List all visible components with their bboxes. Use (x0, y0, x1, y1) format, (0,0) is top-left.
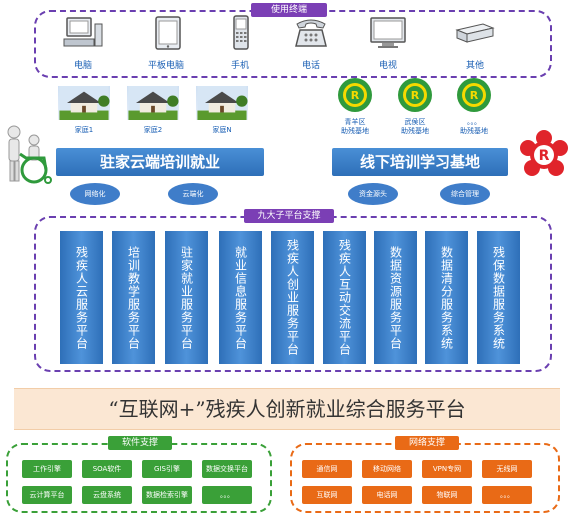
software-item: 云盘系统 (82, 486, 132, 504)
software-item: 。。。 (202, 486, 252, 504)
svg-text:R: R (411, 89, 420, 102)
subplatform-label: 培训教学服务平台 (126, 245, 141, 350)
svg-text:R: R (470, 89, 479, 102)
home-n: 家庭N (196, 86, 248, 135)
home-label: 家庭2 (143, 126, 163, 134)
device-computer[interactable]: 电脑 (48, 14, 118, 71)
subplatform-label: 残疾人云服务平台 (74, 245, 89, 350)
television-icon (370, 17, 406, 48)
software-item: 云计算平台 (22, 486, 72, 504)
subplatform-column: 就业信息服务平台 (219, 231, 262, 364)
disability-emblem-icon: R (338, 78, 372, 112)
base-qingyang: R 青羊区 助残基地 (325, 76, 385, 136)
subplatforms-title: 九大子平台支撑 (244, 209, 334, 223)
telephone-icon (295, 19, 327, 47)
wheelchair-helper-icon (7, 125, 52, 184)
home-label: 家庭N (212, 126, 232, 134)
oval-networked: 网络化 (70, 183, 120, 205)
subplatform-label: 驻家就业服务平台 (179, 245, 194, 350)
device-label: 电话 (301, 61, 320, 71)
network-item: 电话网 (362, 486, 412, 504)
platform-banner: “互联网+”残疾人创新就业综合服务平台 (14, 388, 560, 430)
network-item: 互联网 (302, 486, 352, 504)
terminals-title: 使用终端 (251, 3, 327, 17)
device-telephone[interactable]: 电话 (276, 14, 346, 71)
device-label: 电脑 (73, 61, 92, 71)
base-wuhou: R 武侯区 助残基地 (385, 76, 445, 136)
subplatform-column: 培训教学服务平台 (112, 231, 155, 364)
subplatform-column: 残疾人云服务平台 (60, 231, 103, 364)
device-mobile[interactable]: 手机 (205, 14, 275, 71)
mobile-phone-icon (233, 15, 249, 50)
svg-text:R: R (539, 148, 550, 164)
device-tablet[interactable]: 平板电脑 (131, 14, 201, 71)
house-icon (196, 86, 248, 120)
subplatform-column: 残疾人互动交流平台 (323, 231, 366, 364)
oval-cloud: 云端化 (168, 183, 218, 205)
device-other[interactable]: 其他 (440, 14, 510, 71)
network-title: 网络支撑 (395, 436, 459, 450)
disability-emblem-icon: R (457, 78, 491, 112)
base-label-line1: 青羊区 (344, 118, 366, 126)
base-other: R 。。。 助残基地 (444, 76, 504, 136)
house-icon (58, 86, 110, 120)
subplatform-label: 就业信息服务平台 (233, 245, 248, 350)
software-item: 数据检索引擎 (142, 486, 192, 504)
device-label: 平板电脑 (147, 61, 184, 71)
software-item: SOA软件 (82, 460, 132, 478)
software-item: 工作引擎 (22, 460, 72, 478)
software-title: 软件支撑 (108, 436, 172, 450)
network-item: VPN专网 (422, 460, 472, 478)
device-label: 电视 (378, 61, 397, 71)
svg-text:R: R (351, 89, 360, 102)
subplatform-column: 残保数据服务系统 (477, 231, 520, 364)
software-item: 数据交换平台 (202, 460, 252, 478)
subplatform-label: 数据资源服务平台 (388, 245, 403, 350)
device-label: 手机 (230, 61, 249, 71)
home-label: 家庭1 (74, 126, 94, 134)
subplatform-label: 残疾人互动交流平台 (337, 239, 352, 356)
home-1: 家庭1 (58, 86, 110, 135)
software-item: GIS引擎 (142, 460, 192, 478)
base-label-line1: 。。。 (467, 118, 481, 126)
base-label-line2: 助残基地 (341, 127, 369, 135)
device-television[interactable]: 电视 (353, 14, 423, 71)
server-device-icon (455, 23, 495, 43)
base-label-line2: 助残基地 (460, 127, 488, 135)
offline-base-title: 线下培训学习基地 (332, 148, 508, 176)
federation-logo-icon: R (520, 130, 568, 176)
subplatform-label: 残疾人创业服务平台 (285, 239, 300, 356)
subplatform-column: 数据资源服务平台 (374, 231, 417, 364)
home-2: 家庭2 (127, 86, 179, 135)
subplatform-label: 数据清分服务系统 (439, 245, 454, 350)
house-icon (127, 86, 179, 120)
online-training-title: 驻家云端培训就业 (56, 148, 264, 176)
subplatform-column: 残疾人创业服务平台 (271, 231, 314, 364)
network-item: 。。。 (482, 486, 532, 504)
subplatform-column: 数据清分服务系统 (425, 231, 468, 364)
disability-emblem-icon: R (398, 78, 432, 112)
network-item: 通信网 (302, 460, 352, 478)
network-item: 无线网 (482, 460, 532, 478)
network-item: 移动网络 (362, 460, 412, 478)
tablet-icon (155, 16, 181, 50)
oval-funding: 资金源头 (348, 183, 398, 205)
device-label: 其他 (465, 61, 484, 71)
desktop-computer-icon (63, 17, 103, 47)
subplatform-label: 残保数据服务系统 (491, 245, 506, 350)
base-label-line2: 助残基地 (401, 127, 429, 135)
network-item: 物联网 (422, 486, 472, 504)
base-label-line1: 武侯区 (404, 118, 426, 126)
oval-management: 综合管理 (440, 183, 490, 205)
subplatform-column: 驻家就业服务平台 (165, 231, 208, 364)
